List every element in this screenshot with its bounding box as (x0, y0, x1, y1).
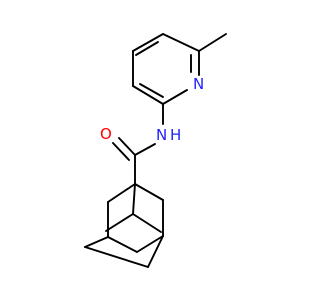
bond-ring-c4-c4-inner (135, 41, 159, 56)
bond-nh-carbonyl (134, 143, 156, 156)
bond-ad-11 (84, 246, 149, 268)
bond-ring-c3-c2 (132, 85, 164, 105)
structure-svg: N H N O (84, 33, 227, 268)
atom-label-carbonyl-oxygen: O (100, 125, 112, 143)
bond-ad-12 (136, 235, 164, 253)
atom-label-ring-nitrogen: N (193, 75, 204, 93)
bond-ad-8 (84, 236, 109, 248)
bond-ring-c6-c5 (162, 33, 200, 52)
bond-ad-7 (132, 213, 162, 233)
atom-label-amide-h: H (170, 126, 181, 144)
bond-ad-6 (105, 213, 134, 232)
bond-ad-2 (134, 183, 164, 201)
bond-ad-9 (107, 236, 138, 253)
bond-ring-c3-c2-inner (139, 83, 164, 98)
bonds (84, 33, 227, 268)
bond-ring-c2-n (162, 89, 188, 105)
bond-ad-1 (107, 183, 136, 203)
bond-ad-3 (132, 183, 136, 215)
bond-ad-10 (147, 235, 164, 268)
bond-carbonyl-o-1 (118, 137, 136, 156)
bond-ring-c5-c4 (132, 33, 164, 52)
atom-label-amide-n: N (156, 126, 167, 144)
bond-carbonyl-o-2 (112, 142, 130, 161)
molecule-diagram: N H N O (84, 33, 227, 268)
bond-methyl (198, 33, 227, 52)
